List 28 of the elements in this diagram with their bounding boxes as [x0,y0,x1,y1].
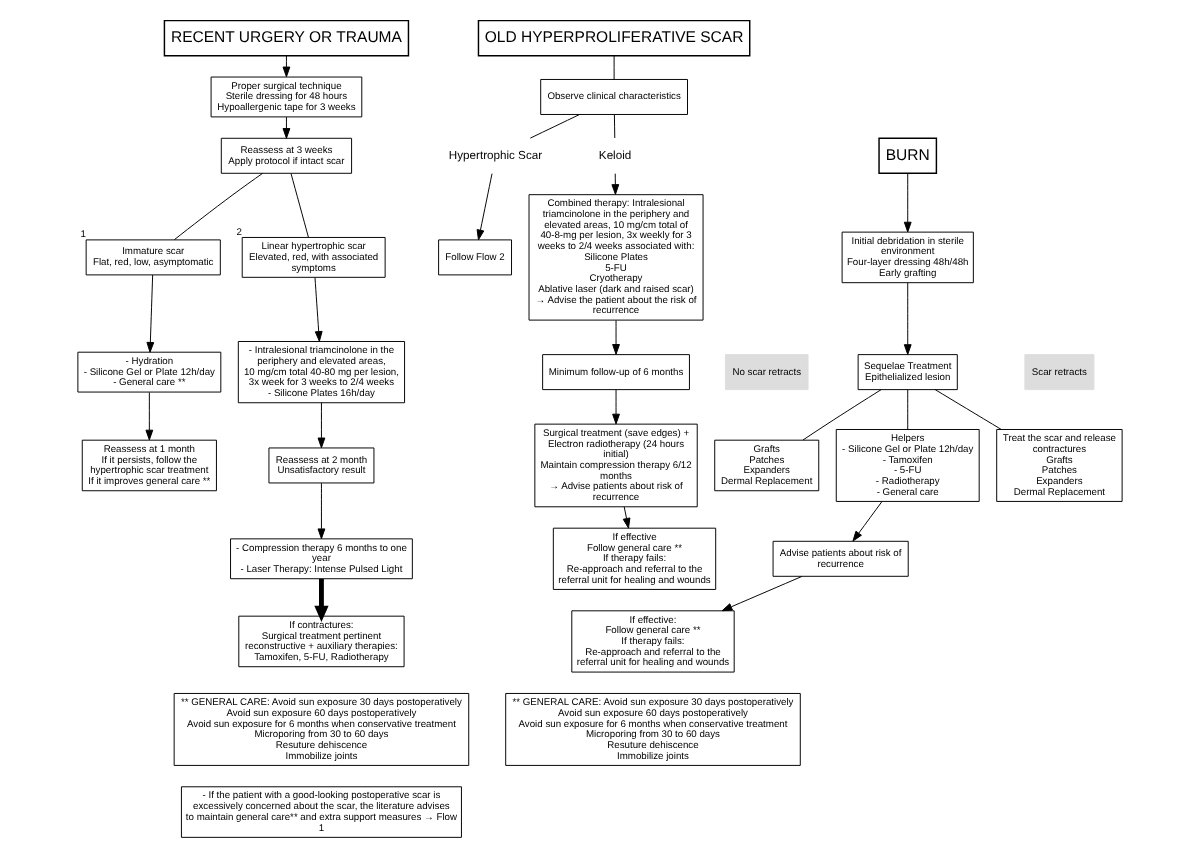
connector [529,114,580,139]
connector [907,389,909,430]
node-box: BURN [878,137,938,174]
connector [802,389,882,441]
arrow [282,55,291,78]
arrow [314,277,323,342]
arrow [317,402,326,449]
node-box: OLD HYPERPROLIFERATIVE SCAR [477,19,751,57]
arrow [146,274,155,353]
connector [613,114,616,139]
arrow [903,282,912,355]
arrow [612,319,620,355]
node-box: RECENT URGERY OR TRAUMA [163,19,410,57]
arrow [282,116,291,139]
arrow [903,173,912,233]
arrow [622,506,631,529]
connector [173,172,264,241]
arrow [145,392,154,441]
connector [613,55,615,80]
arrow [476,173,493,241]
arrow [317,482,326,540]
arrow [721,576,803,612]
connector [290,173,309,238]
arrow [612,389,620,425]
arrow [852,501,883,542]
connector [934,389,1002,430]
arrow [314,578,329,623]
arrow [611,173,620,195]
